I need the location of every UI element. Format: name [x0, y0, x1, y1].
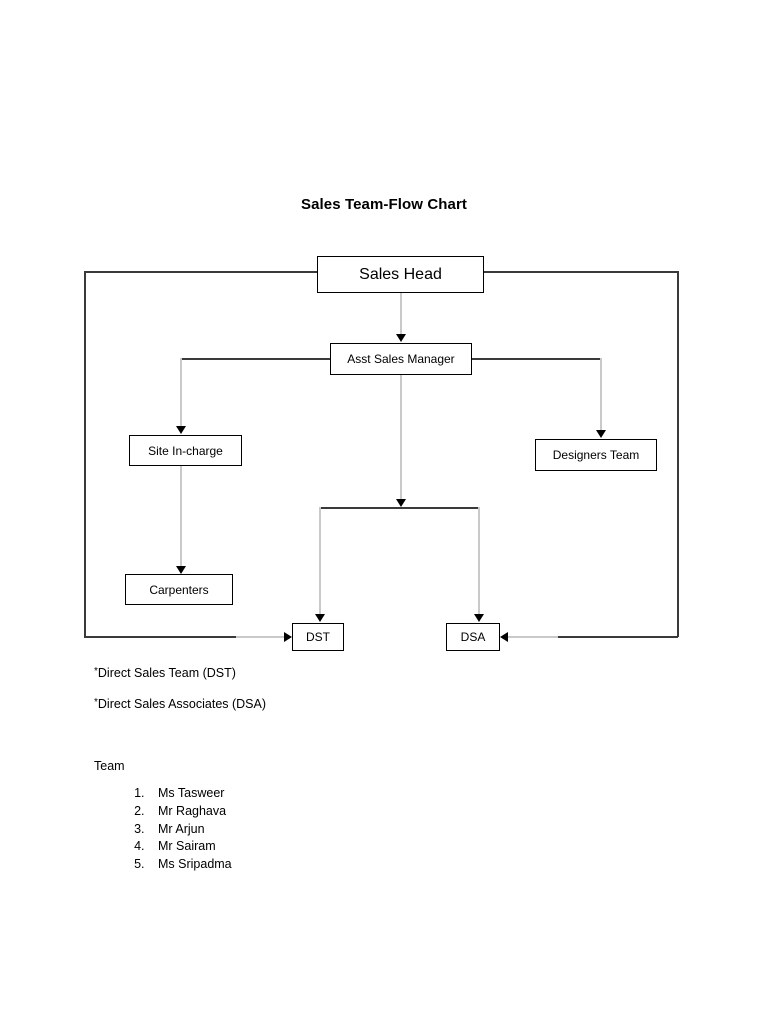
footnote-dsa: *Direct Sales Associates (DSA) — [94, 697, 266, 711]
node-site-in-charge-label: Site In-charge — [148, 443, 223, 458]
connector-head-to-asst — [400, 293, 402, 335]
list-item: Mr Raghava — [148, 804, 232, 819]
team-heading: Team — [94, 759, 125, 773]
connector-asst-to-designers-vertical — [600, 358, 602, 432]
footnote-dst: *Direct Sales Team (DST) — [94, 666, 236, 680]
node-carpenters-label: Carpenters — [149, 582, 209, 597]
arrow-into-carpenters — [176, 566, 186, 574]
node-dst[interactable]: DST — [292, 623, 344, 651]
connector-asst-to-designers-horizontal — [472, 358, 601, 360]
frame-bottom-left-segment — [84, 636, 236, 638]
frame-top-right-segment — [484, 271, 678, 273]
frame-right-vertical — [677, 271, 679, 637]
footnote-dst-marker: * — [94, 666, 98, 677]
connector-asst-to-site-horizontal — [180, 358, 331, 360]
frame-bottom-right-to-dsa — [508, 636, 558, 638]
arrow-into-designers-team — [596, 430, 606, 438]
arrow-into-dsa-right — [500, 632, 508, 642]
connector-asst-to-site-vertical — [180, 358, 182, 428]
arrow-into-dsa-top — [474, 614, 484, 622]
list-item: Mr Sairam — [148, 839, 232, 854]
footnote-dst-text: Direct Sales Team (DST) — [97, 666, 236, 680]
connector-site-to-carpenters — [180, 466, 182, 567]
node-asst-sales-manager[interactable]: Asst Sales Manager — [330, 343, 472, 375]
frame-left-vertical — [84, 271, 86, 637]
list-item: Mr Arjun — [148, 822, 232, 837]
arrow-into-site-in-charge — [176, 426, 186, 434]
node-site-in-charge[interactable]: Site In-charge — [129, 435, 242, 466]
split-bar-dst-dsa — [319, 507, 479, 509]
arrow-into-split-bar — [396, 499, 406, 507]
frame-top-left-segment — [84, 271, 318, 273]
node-dsa[interactable]: DSA — [446, 623, 500, 651]
arrow-into-asst-manager — [396, 334, 406, 342]
node-asst-sales-manager-label: Asst Sales Manager — [347, 352, 455, 366]
connector-split-to-dst — [319, 507, 321, 615]
connector-split-to-dsa — [478, 507, 480, 615]
list-item: Ms Tasweer — [148, 786, 232, 801]
node-designers-team-label: Designers Team — [552, 448, 640, 462]
connector-asst-to-split-vertical — [400, 375, 402, 500]
team-member-list: Ms Tasweer Mr Raghava Mr Arjun Mr Sairam… — [112, 786, 232, 876]
arrow-into-dst-top — [315, 614, 325, 622]
list-item: Ms Sripadma — [148, 857, 232, 872]
node-sales-head[interactable]: Sales Head — [317, 256, 484, 293]
node-dst-label: DST — [306, 630, 330, 644]
page-title: Sales Team-Flow Chart — [300, 196, 468, 213]
node-sales-head-label: Sales Head — [359, 265, 442, 283]
frame-bottom-left-to-dst — [236, 636, 286, 638]
arrow-into-dst-left — [284, 632, 292, 642]
node-carpenters[interactable]: Carpenters — [125, 574, 233, 605]
node-designers-team[interactable]: Designers Team — [535, 439, 657, 471]
footnote-dsa-marker: * — [94, 697, 98, 708]
node-dsa-label: DSA — [460, 630, 486, 644]
frame-bottom-right-segment — [558, 636, 678, 638]
footnote-dsa-text: Direct Sales Associates (DSA) — [97, 697, 267, 711]
